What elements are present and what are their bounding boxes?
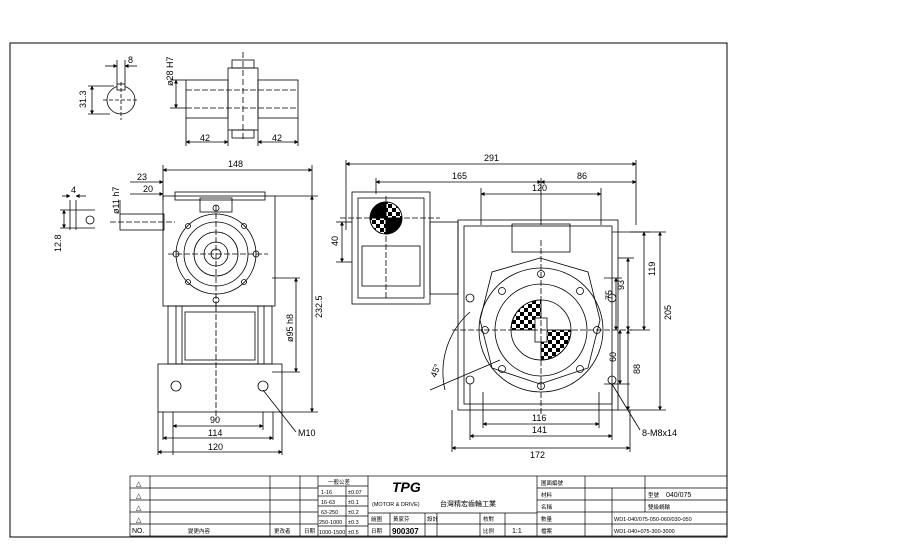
front-view <box>336 160 666 452</box>
dim-front-165: 165 <box>452 171 467 181</box>
rev-header-content: 變更內容 <box>188 527 211 535</box>
title-block <box>129 475 728 537</box>
qty-label: 數量 <box>541 515 553 523</box>
rev-mark-4: △ <box>136 517 142 524</box>
dim-side-height: 232.5 <box>314 295 324 318</box>
dim-front-40: 40 <box>330 236 340 246</box>
scale-value: 1:1 <box>512 528 522 535</box>
tol-range-2: 16-63 <box>321 500 335 506</box>
dim-front-60: 60 <box>608 352 618 362</box>
dim-side-20: 20 <box>143 184 153 194</box>
side-view <box>60 165 318 455</box>
dim-side-key-height: 12.8 <box>53 234 63 252</box>
dim-front-172: 172 <box>530 450 545 460</box>
dim-keyway-width: 8 <box>128 55 133 65</box>
sheet-border <box>9 42 728 538</box>
dim-front-total: 291 <box>484 153 499 163</box>
rev-header-no: NO. <box>132 528 145 535</box>
scale-label: 比例 <box>483 527 495 535</box>
dim-front-93: 93 <box>616 280 626 290</box>
dim-side-23: 23 <box>137 172 147 182</box>
dim-side-width: 148 <box>228 159 243 169</box>
tol-value-2: ±0.1 <box>348 500 359 506</box>
company-subtitle: (MOTOR & DRIVE) <box>372 502 420 508</box>
dim-flange-bore: ø28 H7 <box>165 56 175 86</box>
drawing-number-label: 圖面編號 <box>541 479 564 487</box>
dim-front-angle: 45° <box>428 362 442 379</box>
company-logo: TPG <box>392 479 421 495</box>
dim-front-86: 86 <box>577 171 587 181</box>
dim-keyway-height: 31.3 <box>78 90 88 108</box>
product-name: 雙級蝸輪 <box>648 503 671 511</box>
keyway-detail <box>88 60 139 120</box>
dim-side-pilot: ø95 h8 <box>285 314 295 342</box>
sign-label-check: 核對 <box>483 515 495 523</box>
rev-mark-3: △ <box>136 505 142 512</box>
dim-front-120: 120 <box>532 183 547 193</box>
name-label: 名稱 <box>541 503 553 511</box>
file-number: WD1-040+075-300-3000 <box>614 529 675 535</box>
dim-front-205: 205 <box>663 305 673 320</box>
dim-front-88: 88 <box>632 364 642 374</box>
dim-front-75: 75 <box>604 290 614 300</box>
sign-label-date: 日期 <box>371 528 383 535</box>
tol-value-5: ±0.5 <box>348 530 359 536</box>
rev-mark-2: △ <box>136 493 142 500</box>
file-label: 檔案 <box>541 527 553 535</box>
dim-side-key-width: 4 <box>71 185 76 195</box>
rev-mark-1: △ <box>136 481 142 488</box>
tol-range-3: 63-250 <box>321 510 338 516</box>
dim-flange-left: 42 <box>200 133 210 143</box>
tolerance-title: 一般公差 <box>328 478 351 486</box>
company-name: 台灣精宏齒輪工業 <box>440 499 496 508</box>
dim-side-114: 114 <box>208 428 222 438</box>
sign-value: 黃家芬 <box>393 515 410 523</box>
dim-side-bolt: M10 <box>298 428 316 438</box>
sign-label-draw: 繪圖 <box>371 515 383 523</box>
tol-value-1: ±0.07 <box>348 490 362 496</box>
sign-label-design: 設計 <box>427 515 439 523</box>
dim-front-holes: 8-M8x14 <box>642 428 677 438</box>
dim-front-116: 116 <box>532 413 546 423</box>
rev-header-date: 日期 <box>304 528 316 535</box>
tol-value-3: ±0.2 <box>348 510 359 516</box>
dim-side-shaft: ø11 h7 <box>111 187 121 214</box>
model-label: 型號 <box>648 491 660 499</box>
rev-header-by: 更改者 <box>274 527 291 535</box>
tol-range-1: 1-16 <box>321 490 332 496</box>
tol-range-4: 250-1000 <box>319 520 342 526</box>
dim-flange-right: 42 <box>272 133 282 143</box>
tol-value-4: ±0.3 <box>348 520 359 526</box>
dim-front-119: 119 <box>647 262 657 276</box>
flange-section <box>170 52 299 146</box>
model-value: 040/075 <box>666 492 691 499</box>
tol-range-5: 1000-1500 <box>319 530 345 536</box>
dim-side-120: 120 <box>208 442 223 452</box>
drawing-date: 900307 <box>392 527 419 536</box>
material-label: 材料 <box>541 491 553 499</box>
dim-front-141: 141 <box>532 425 547 435</box>
drawing-number: WD1-040/075-050-060/030-050 <box>614 517 692 523</box>
dim-side-90: 90 <box>210 415 220 425</box>
